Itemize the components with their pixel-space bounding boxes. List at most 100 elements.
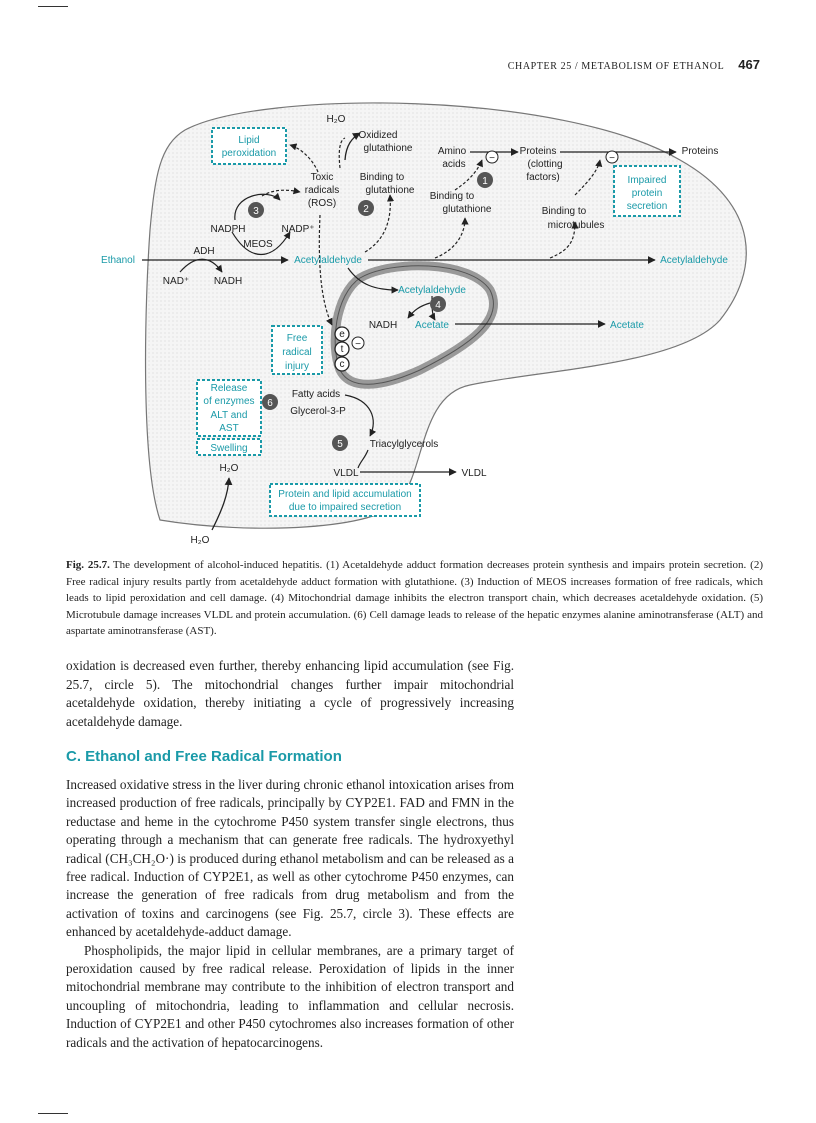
label-proteins-clot-3: factors): [526, 172, 559, 183]
paragraph-text: Increased oxidative stress in the liver …: [66, 777, 514, 940]
arrow-fatty-tag: [344, 394, 377, 437]
inhibition-markers: [351, 150, 619, 350]
marker-6: 6: [267, 398, 273, 409]
box-impaired-secretion: [613, 165, 681, 217]
box-release-enzymes: [196, 379, 262, 437]
box-swelling: [196, 438, 262, 456]
label-swelling: Swelling: [210, 443, 247, 454]
arrow-to-radicals: [261, 187, 301, 197]
label-vldl-2: VLDL: [461, 468, 486, 479]
label-glycerol: Glycerol-3-P: [290, 406, 346, 417]
minus-2: −: [609, 153, 615, 164]
marker-2: 2: [363, 204, 369, 215]
label-lipid-2: peroxidation: [222, 148, 276, 159]
label-binding-glut2-2: glutathione: [443, 204, 492, 215]
label-oxidized-1: Oxidized: [359, 130, 398, 141]
minus-1: −: [489, 153, 495, 164]
label-nadh-left: NADH: [214, 276, 242, 287]
chapter-title: CHAPTER 25 / METABOLISM OF ETHANOL: [507, 61, 725, 72]
label-h2o-top: H₂O: [327, 114, 346, 125]
label-nadph: NADPH: [210, 224, 245, 235]
label-impaired-1: Impaired: [628, 175, 667, 186]
arrow-micro-proteins: [574, 159, 603, 196]
arrow-radicals-h2o: [338, 137, 346, 169]
section-heading: C. Ethanol and Free Radical Formation: [66, 748, 342, 765]
label-toxic-1: Toxic: [311, 172, 334, 183]
box-lipid-peroxidation: [211, 127, 287, 165]
label-binding-micro-1: Binding to: [542, 206, 587, 217]
arrow-nadph-cycle: [234, 192, 281, 221]
box-free-radical-injury: [271, 325, 323, 375]
box-accumulation: [269, 483, 421, 517]
label-nad: NAD⁺: [163, 276, 189, 287]
caption-label: Fig. 25.7.: [66, 559, 110, 571]
label-acetaldehyde: Acetylaldehyde: [294, 255, 362, 266]
label-acetate-right: Acetate: [610, 320, 644, 331]
figure-caption: Fig. 25.7.The development of alcohol-ind…: [66, 557, 763, 640]
arrow-tag-vldl: [357, 449, 369, 469]
label-proteins-right: Proteins: [682, 146, 719, 157]
etc-e: e: [339, 329, 345, 340]
label-free-radical-3: injury: [285, 361, 309, 372]
crop-mark-top: [38, 6, 68, 7]
label-acetaldehyde-mito: Acetylaldehyde: [398, 285, 466, 296]
label-toxic-2: radicals: [305, 185, 339, 196]
label-proteins-clot-2: (clotting: [527, 159, 562, 170]
label-fatty-acids: Fatty acids: [292, 389, 340, 400]
label-free-radical-2: radical: [282, 347, 311, 358]
label-adh: ADH: [193, 246, 214, 257]
label-release-1: Release: [211, 383, 248, 394]
arrow-glutathione: [344, 132, 361, 161]
body-section: Increased oxidative stress in the liver …: [66, 776, 514, 1052]
label-amino-1: Amino: [438, 146, 467, 157]
label-triacylglycerols: Triacylglycerols: [370, 439, 439, 450]
arrow-mito-nadh: [407, 302, 431, 319]
label-lipid-1: Lipid: [238, 135, 259, 146]
label-impaired-3: secretion: [627, 201, 668, 212]
etc-t: t: [341, 344, 344, 355]
marker-1: 1: [482, 176, 488, 187]
arrow-binding-glut: [364, 194, 395, 253]
etc-c: c: [340, 359, 345, 370]
body-paragraph-1: oxidation is decreased even further, the…: [66, 657, 514, 731]
label-impaired-2: protein: [632, 188, 663, 199]
figure-25-7: e t c − − − 1 2 3 4 5 6 H₂O Oxidized glu…: [101, 102, 747, 546]
marker-3: 3: [253, 206, 259, 217]
label-binding-glut-1: Binding to: [360, 172, 405, 183]
page-number: 467: [738, 57, 760, 72]
running-header: CHAPTER 25 / METABOLISM OF ETHANOL 467: [460, 57, 760, 72]
arrow-radicals-etc: [318, 214, 333, 326]
label-nadp: NADP⁺: [281, 224, 314, 235]
label-accum-1: Protein and lipid accumulation: [278, 489, 411, 500]
marker-4: 4: [435, 300, 441, 311]
arrow-binding-glut2: [434, 217, 469, 259]
label-release-4: AST: [219, 423, 238, 434]
label-vldl-1: VLDL: [333, 468, 358, 479]
electron-transport-chain: e t c: [334, 326, 350, 372]
numbered-markers: [248, 172, 493, 451]
label-toxic-3: (ROS): [308, 198, 336, 209]
label-nadh-mito: NADH: [369, 320, 397, 331]
arrow-nad-nadh: [179, 258, 223, 273]
label-release-2: of enzymes: [203, 396, 254, 407]
label-ethanol: Ethanol: [101, 255, 135, 266]
label-binding-glut2-1: Binding to: [430, 191, 475, 202]
arrow-into-mito: [347, 267, 399, 294]
minus-3: −: [355, 339, 361, 350]
label-release-3: ALT and: [211, 410, 248, 421]
label-meos: MEOS: [243, 239, 273, 250]
label-acetaldehyde-right: Acetylaldehyde: [660, 255, 728, 266]
label-accum-2: due to impaired secretion: [289, 502, 401, 513]
label-acetate-mito: Acetate: [415, 320, 449, 331]
paragraph-text: oxidation is decreased even further, the…: [66, 658, 514, 729]
label-oxidized-2: glutathione: [364, 143, 413, 154]
label-h2o-mid: H₂O: [220, 463, 239, 474]
label-proteins-clot-1: Proteins: [520, 146, 557, 157]
paragraph-text: Phospholipids, the major lipid in cellul…: [66, 942, 514, 1050]
label-binding-glut-2: glutathione: [366, 185, 415, 196]
arrow-radicals-lipid: [289, 143, 319, 173]
label-amino-2: acids: [442, 159, 465, 170]
label-h2o-bottom: H₂O: [191, 535, 210, 546]
arrow-meos: [231, 231, 291, 256]
caption-text: The development of alcohol-induced hepat…: [66, 559, 763, 637]
